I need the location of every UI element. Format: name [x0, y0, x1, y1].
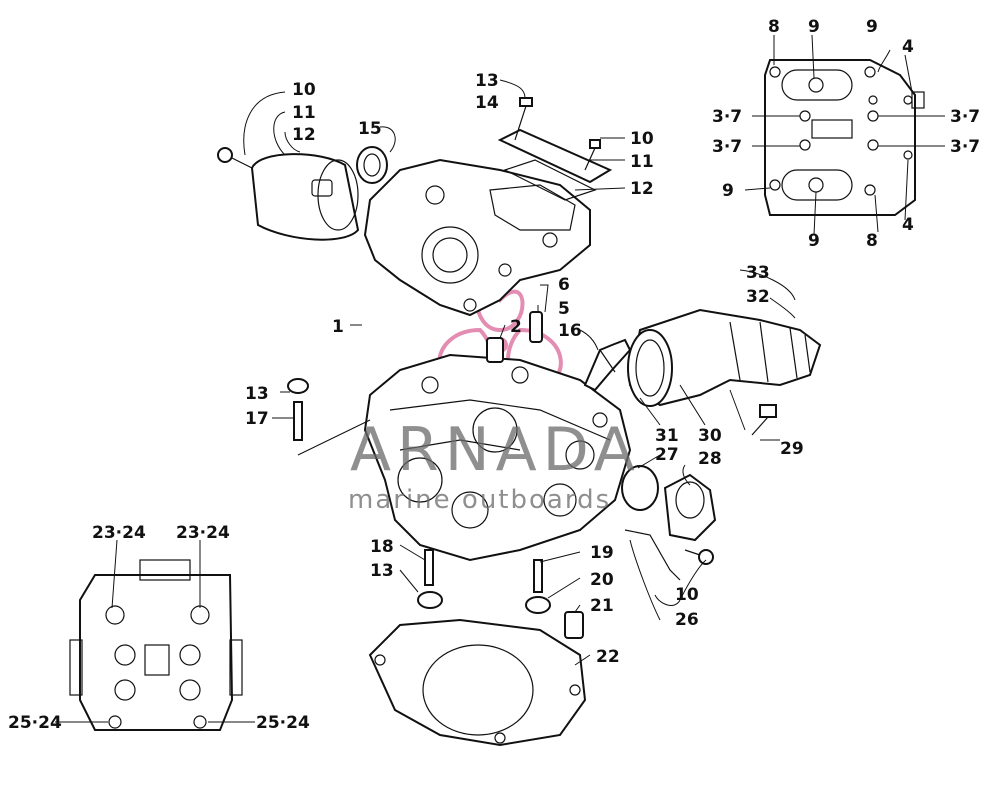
callout-10: 10 [675, 585, 699, 605]
callout-13: 13 [475, 71, 499, 91]
callout-18: 18 [370, 537, 394, 557]
callout-8: 8 [866, 231, 878, 251]
callout-3-7: 3·7 [712, 107, 742, 127]
head-gasket [368, 618, 587, 747]
callout-10: 10 [630, 129, 654, 149]
callout-16: 16 [558, 321, 582, 341]
callout-21: 21 [590, 596, 614, 616]
leader-lines [55, 34, 945, 723]
watermark-brand: ARNADA [350, 415, 641, 485]
thermostat-housing [621, 465, 717, 581]
callout-2: 2 [510, 317, 522, 337]
callout-9: 9 [808, 231, 820, 251]
callout-17: 17 [245, 409, 269, 429]
upper-head-cover [363, 158, 591, 317]
callout-9: 9 [866, 17, 878, 37]
callout-32: 32 [746, 287, 770, 307]
callout-6: 6 [558, 275, 570, 295]
callout-12: 12 [292, 125, 316, 145]
callout-22: 22 [596, 647, 620, 667]
callout-27: 27 [655, 445, 679, 465]
callout-25-24: 25·24 [8, 713, 62, 733]
callout-9: 9 [808, 17, 820, 37]
callout-labels: 10 11 12 15 13 14 10 11 12 6 5 2 16 1 13… [8, 17, 980, 733]
callout-13: 13 [245, 384, 269, 404]
callout-13: 13 [370, 561, 394, 581]
callout-11: 11 [292, 103, 316, 123]
callout-9: 9 [722, 181, 734, 201]
bolt [751, 404, 777, 436]
callout-28: 28 [698, 449, 722, 469]
callout-19: 19 [590, 543, 614, 563]
oil-seal [356, 146, 388, 184]
valve-cover-top-view [764, 59, 925, 216]
callout-14: 14 [475, 93, 499, 113]
cam-end-cap [217, 147, 360, 241]
callout-4: 4 [902, 37, 914, 57]
watermark: ARNADA marine outboards [348, 415, 641, 515]
callout-1: 1 [332, 317, 344, 337]
callout-12: 12 [630, 179, 654, 199]
callout-25-24: 25·24 [256, 713, 310, 733]
callout-15: 15 [358, 119, 382, 139]
callout-30: 30 [698, 426, 722, 446]
watermark-tagline: marine outboards [348, 485, 611, 515]
callout-3-7: 3·7 [712, 137, 742, 157]
callout-4: 4 [902, 215, 914, 235]
callout-23-24: 23·24 [92, 523, 146, 543]
callout-10: 10 [292, 80, 316, 100]
cylinder-head [363, 353, 632, 562]
callout-33: 33 [746, 263, 770, 283]
callout-11: 11 [630, 152, 654, 172]
callout-31: 31 [655, 426, 679, 446]
callout-23-24: 23·24 [176, 523, 230, 543]
studs-and-nuts [287, 311, 584, 639]
callout-3-7: 3·7 [950, 137, 980, 157]
callout-26: 26 [675, 610, 699, 630]
callout-20: 20 [590, 570, 614, 590]
callout-3-7: 3·7 [950, 107, 980, 127]
top-cover-plate [497, 97, 613, 201]
intake-manifold [627, 308, 822, 407]
callout-5: 5 [558, 299, 570, 319]
spark-plug [583, 338, 632, 392]
callout-29: 29 [780, 439, 804, 459]
head-bottom-view [69, 559, 243, 731]
callout-8: 8 [768, 17, 780, 37]
